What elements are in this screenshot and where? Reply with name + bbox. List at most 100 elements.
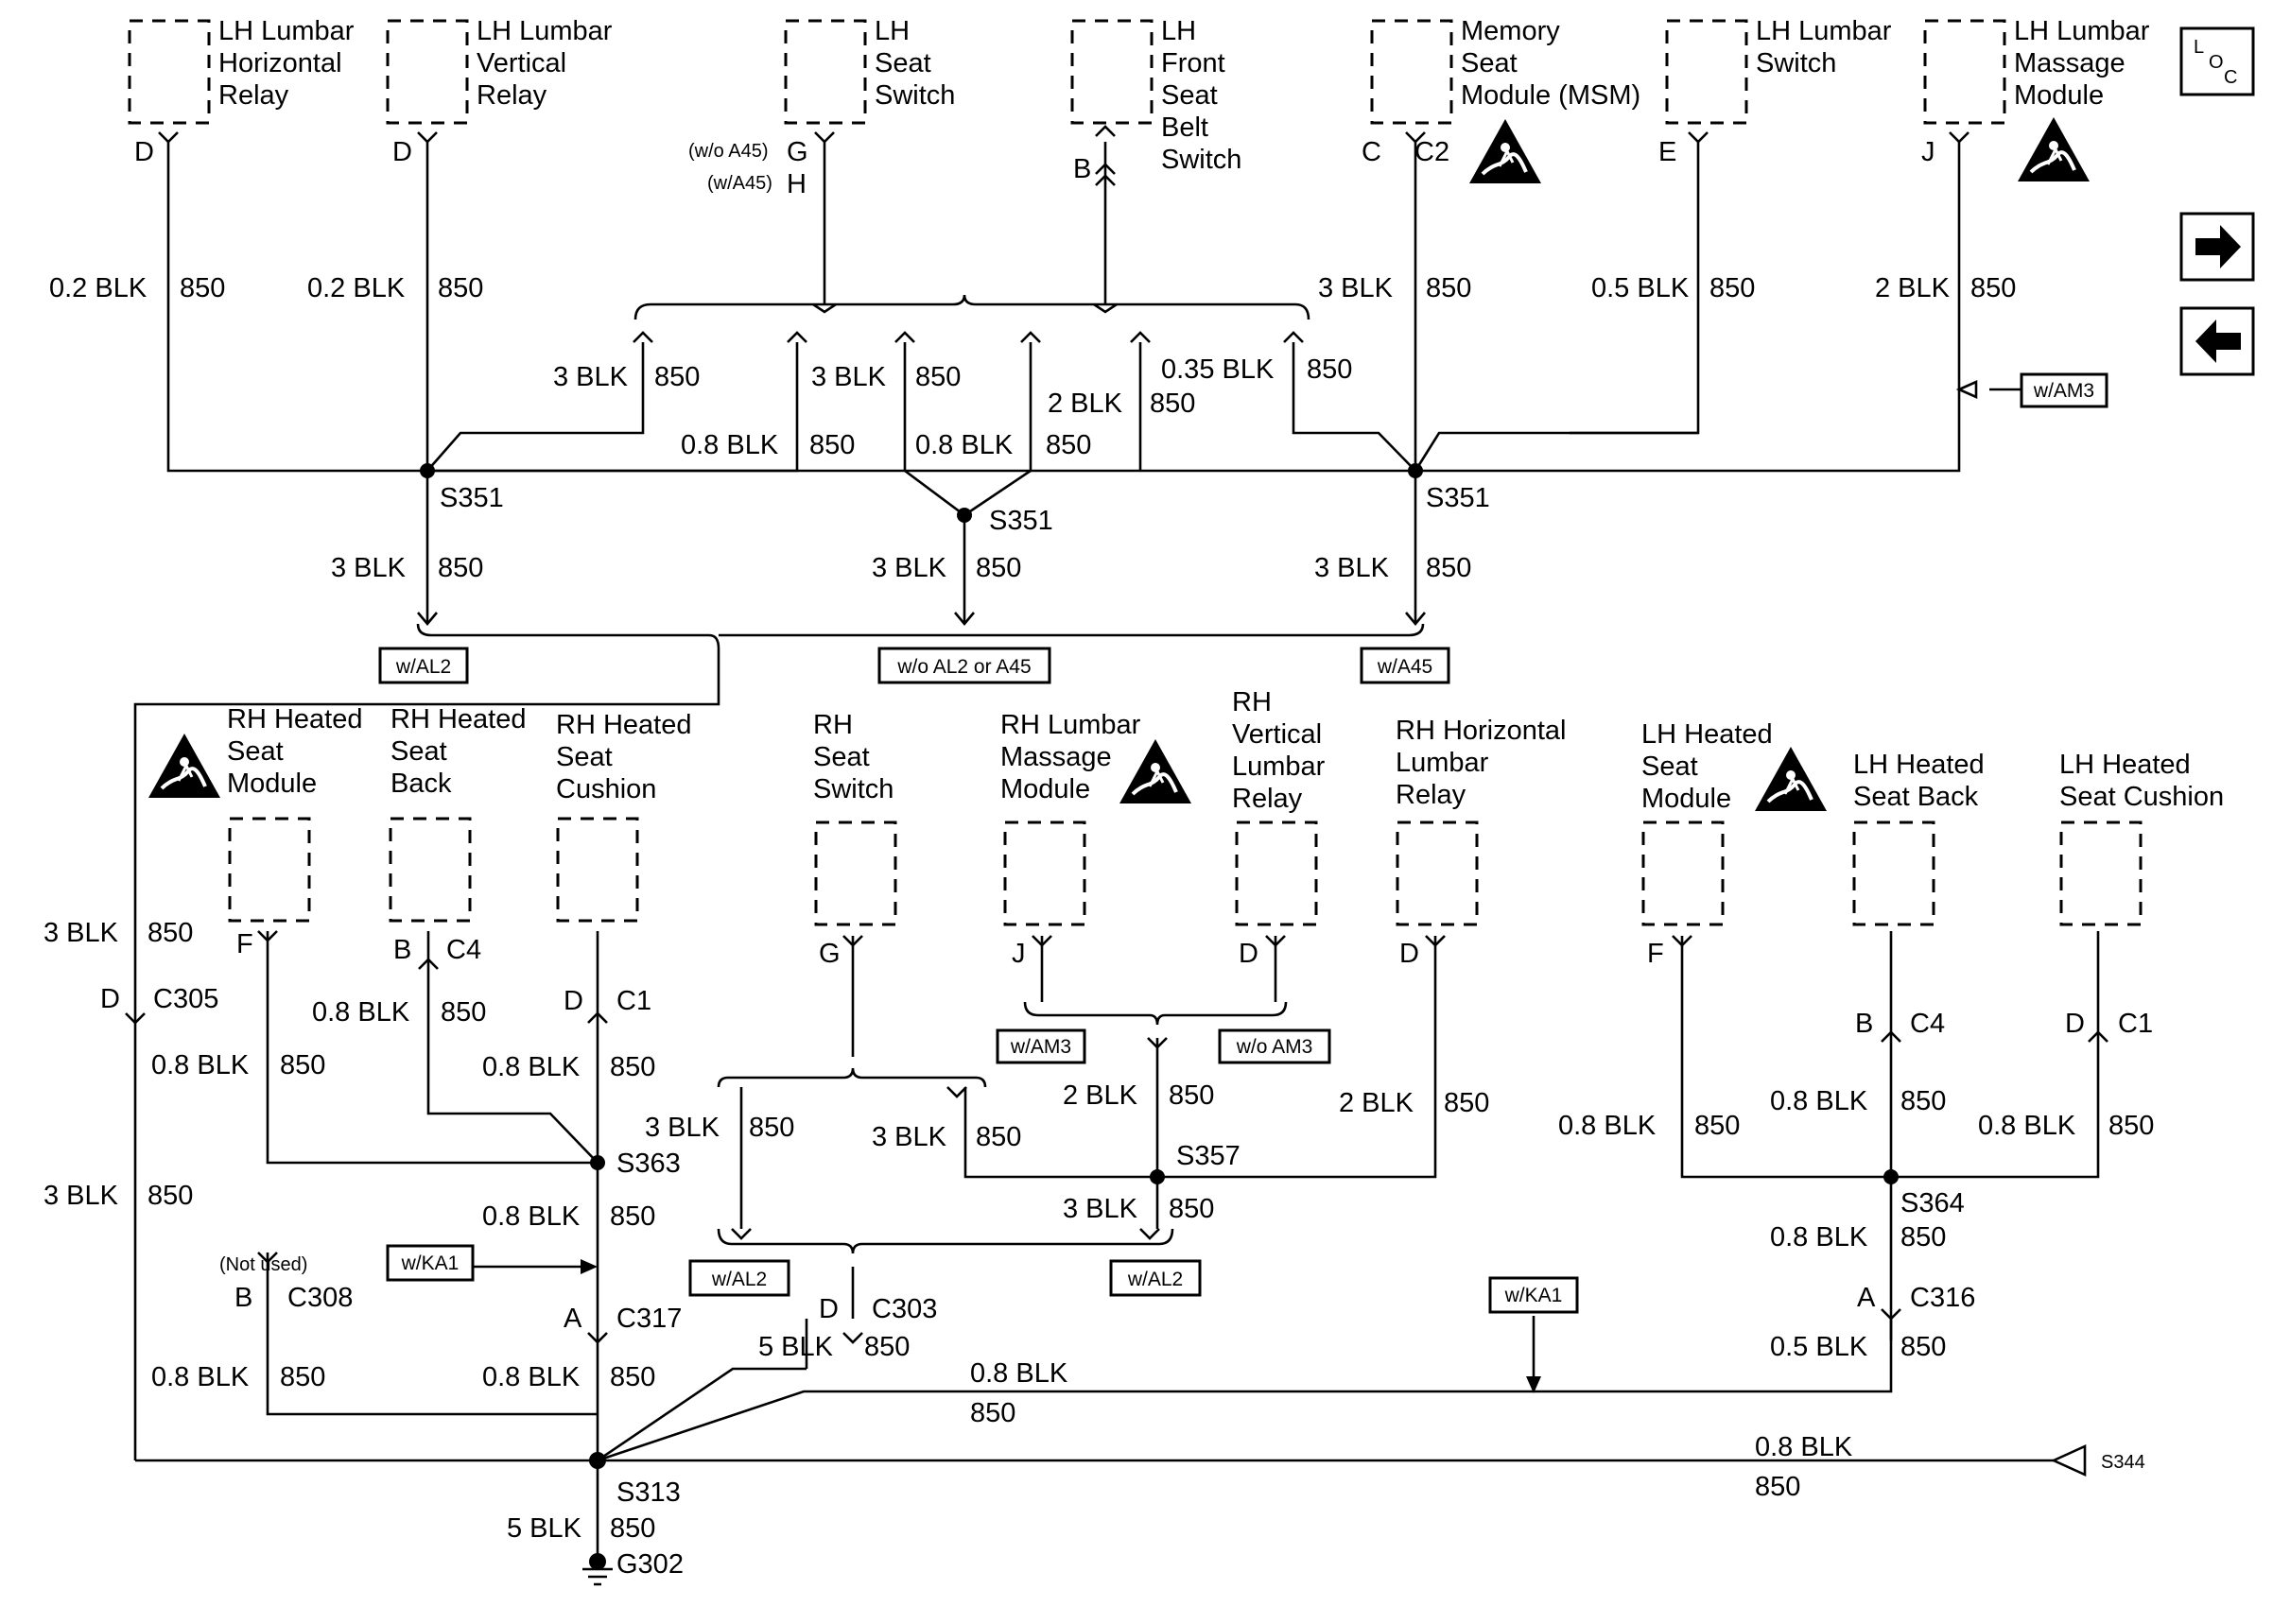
memory-seat-module-box (1370, 19, 1453, 125)
circuit-label: 850 (1046, 430, 1091, 460)
svg-text:w/A45: w/A45 (1377, 656, 1432, 678)
wire-size-label: 3 BLK (872, 1122, 947, 1152)
wire-size-label: 3 BLK (331, 553, 407, 583)
arrow-left-icon[interactable] (2179, 306, 2255, 376)
ground-g302-label: G302 (616, 1549, 684, 1580)
loc-icon[interactable]: L O C (2179, 26, 2255, 96)
splice-s313-label: S313 (616, 1477, 681, 1508)
rh-seat-switch-box (814, 821, 897, 926)
wire-size-label: 0.35 BLK (1161, 354, 1275, 385)
option-tag-w-a45: w/A45 (1360, 647, 1450, 684)
splice-dot (1150, 1169, 1165, 1184)
circuit-label: 850 (1426, 553, 1471, 583)
rh-vertical-lumbar-relay-box (1235, 821, 1318, 926)
pin-d-label: D (819, 1294, 839, 1324)
circuit-label: 850 (915, 362, 961, 392)
circuit-label: 850 (1709, 273, 1755, 303)
splice-s363-label: S363 (616, 1149, 681, 1179)
connector-c317-label: C317 (616, 1304, 682, 1334)
option-tag-w-al2: w/AL2 (688, 1259, 790, 1297)
circuit-label: 850 (1307, 354, 1352, 385)
svg-text:w/KA1: w/KA1 (401, 1253, 460, 1274)
option-tag-w-al2: w/AL2 (378, 647, 469, 684)
lh-lumbar-massage-module-box (1923, 19, 2006, 125)
wire-size-label: 0.8 BLK (681, 430, 779, 460)
circuit-label: 850 (280, 1050, 325, 1080)
svg-text:w/o AL2 or A45: w/o AL2 or A45 (896, 656, 1031, 678)
splice-dot (1408, 463, 1423, 478)
rh-heated-seat-back-box (389, 817, 472, 923)
bottom-wiring (125, 930, 2108, 1586)
wire-size-label: 3 BLK (1314, 553, 1390, 583)
splice-s344-label: S344 (2101, 1452, 2145, 1473)
wire-size-label: 2 BLK (1063, 1080, 1138, 1111)
svg-text:w/AL2: w/AL2 (395, 656, 451, 678)
esd-warning-icon (147, 732, 222, 800)
esd-warning-icon (1467, 117, 1543, 185)
wire-size-label: 0.5 BLK (1770, 1332, 1868, 1362)
circuit-label: 850 (610, 1362, 655, 1392)
svg-text:w/AM3: w/AM3 (1010, 1036, 1071, 1058)
pin-g-label: G (819, 939, 841, 969)
splice-dot (420, 463, 435, 478)
circuit-label: 850 (970, 1398, 1015, 1428)
pin-f-label: F (1647, 939, 1664, 969)
loc-icon-letter: C (2224, 67, 2237, 88)
splice-s351-label: S351 (1426, 483, 1490, 513)
circuit-label: 850 (1900, 1332, 1946, 1362)
circuit-label: 850 (1169, 1080, 1214, 1111)
wire-size-label: 3 BLK (872, 553, 947, 583)
pin-d-label: D (100, 984, 120, 1014)
circuit-label: 850 (610, 1201, 655, 1232)
option-w-a45-label: (w/A45) (707, 173, 772, 194)
splice-s351-label: S351 (440, 483, 504, 513)
circuit-label: 850 (1900, 1222, 1946, 1253)
wire-size-label: 0.8 BLK (482, 1362, 581, 1392)
circuit-label: 850 (1900, 1086, 1946, 1116)
wire-size-label: 0.2 BLK (307, 273, 406, 303)
connector-c4-label: C4 (446, 935, 481, 965)
connector-c2-label: C2 (1414, 137, 1449, 167)
pin-b-label: B (1855, 1009, 1873, 1039)
arrow-right-icon[interactable] (2179, 212, 2255, 282)
circuit-label: 850 (147, 918, 193, 948)
wire-size-label: 3 BLK (811, 362, 887, 392)
pin-g-label: G (787, 137, 808, 167)
circuit-label: 850 (976, 1122, 1021, 1152)
pin-a-label: A (1857, 1283, 1876, 1313)
wire-size-label: 5 BLK (758, 1332, 834, 1362)
connector-c316-label: C316 (1910, 1283, 1975, 1313)
connector-c308-label: C308 (287, 1283, 353, 1313)
svg-text:w/KA1: w/KA1 (1504, 1285, 1563, 1306)
esd-warning-icon (2016, 115, 2091, 183)
pin-a-label: A (564, 1304, 582, 1334)
splice-dot (1883, 1169, 1899, 1184)
circuit-label: 850 (1755, 1472, 1800, 1502)
circuit-label: 850 (280, 1362, 325, 1392)
circuit-label: 850 (1426, 273, 1471, 303)
wire-size-label: 3 BLK (1318, 273, 1394, 303)
lh-heated-seat-cushion-box (2059, 821, 2143, 926)
ground-dot (589, 1553, 606, 1570)
connector-c1-label: C1 (2118, 1009, 2153, 1039)
wire-size-label: 3 BLK (645, 1113, 720, 1143)
circuit-label: 850 (1694, 1111, 1740, 1141)
splice-s357-label: S357 (1176, 1141, 1241, 1171)
circuit-label: 850 (1169, 1194, 1214, 1224)
wire-size-label: 0.8 BLK (1770, 1086, 1868, 1116)
rh-horizontal-lumbar-relay-box (1396, 821, 1479, 926)
wire-size-label: 0.8 BLK (915, 430, 1014, 460)
splice-dot (957, 508, 972, 523)
option-wo-a45-label: (w/o A45) (688, 141, 768, 162)
